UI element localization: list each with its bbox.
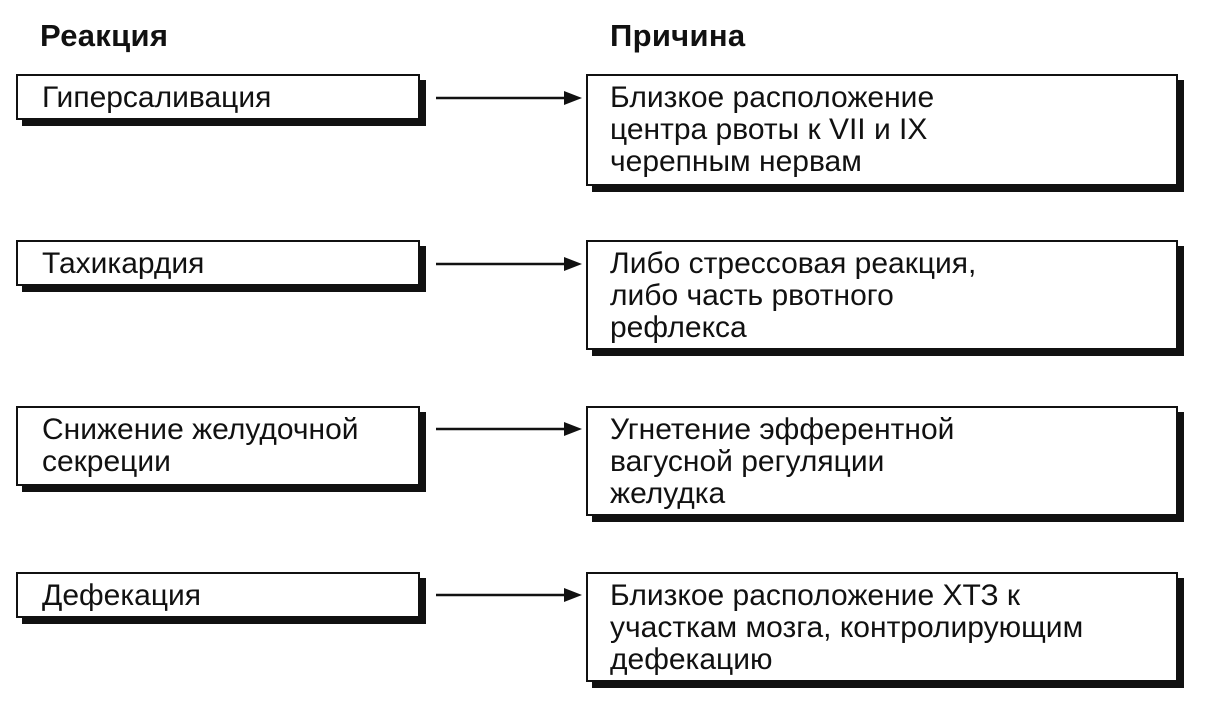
arrow-3 [436, 422, 582, 436]
arrow-1 [436, 91, 582, 105]
header-cause: Причина [610, 18, 746, 53]
reaction-box-defecation: Дефекация [16, 572, 420, 618]
cause-box-defecation: Близкое расположение ХТЗ к участкам мозг… [586, 572, 1178, 682]
reaction-box-tachycardia: Тахикардия [16, 240, 420, 286]
header-reaction: Реакция [40, 18, 169, 53]
cause-box-hypersalivation: Близкое расположение центра рвоты к VII … [586, 74, 1178, 186]
cause-box-gastric-secretion: Угнетение эфферентной вагусной регуляции… [586, 406, 1178, 516]
cause-box-tachycardia: Либо стрессовая реакция, либо часть рвот… [586, 240, 1178, 350]
reaction-box-hypersalivation: Гиперсаливация [16, 74, 420, 120]
arrow-2 [436, 257, 582, 271]
reaction-box-gastric-secretion: Снижение желудочной секреции [16, 406, 420, 486]
arrow-4 [436, 588, 582, 602]
